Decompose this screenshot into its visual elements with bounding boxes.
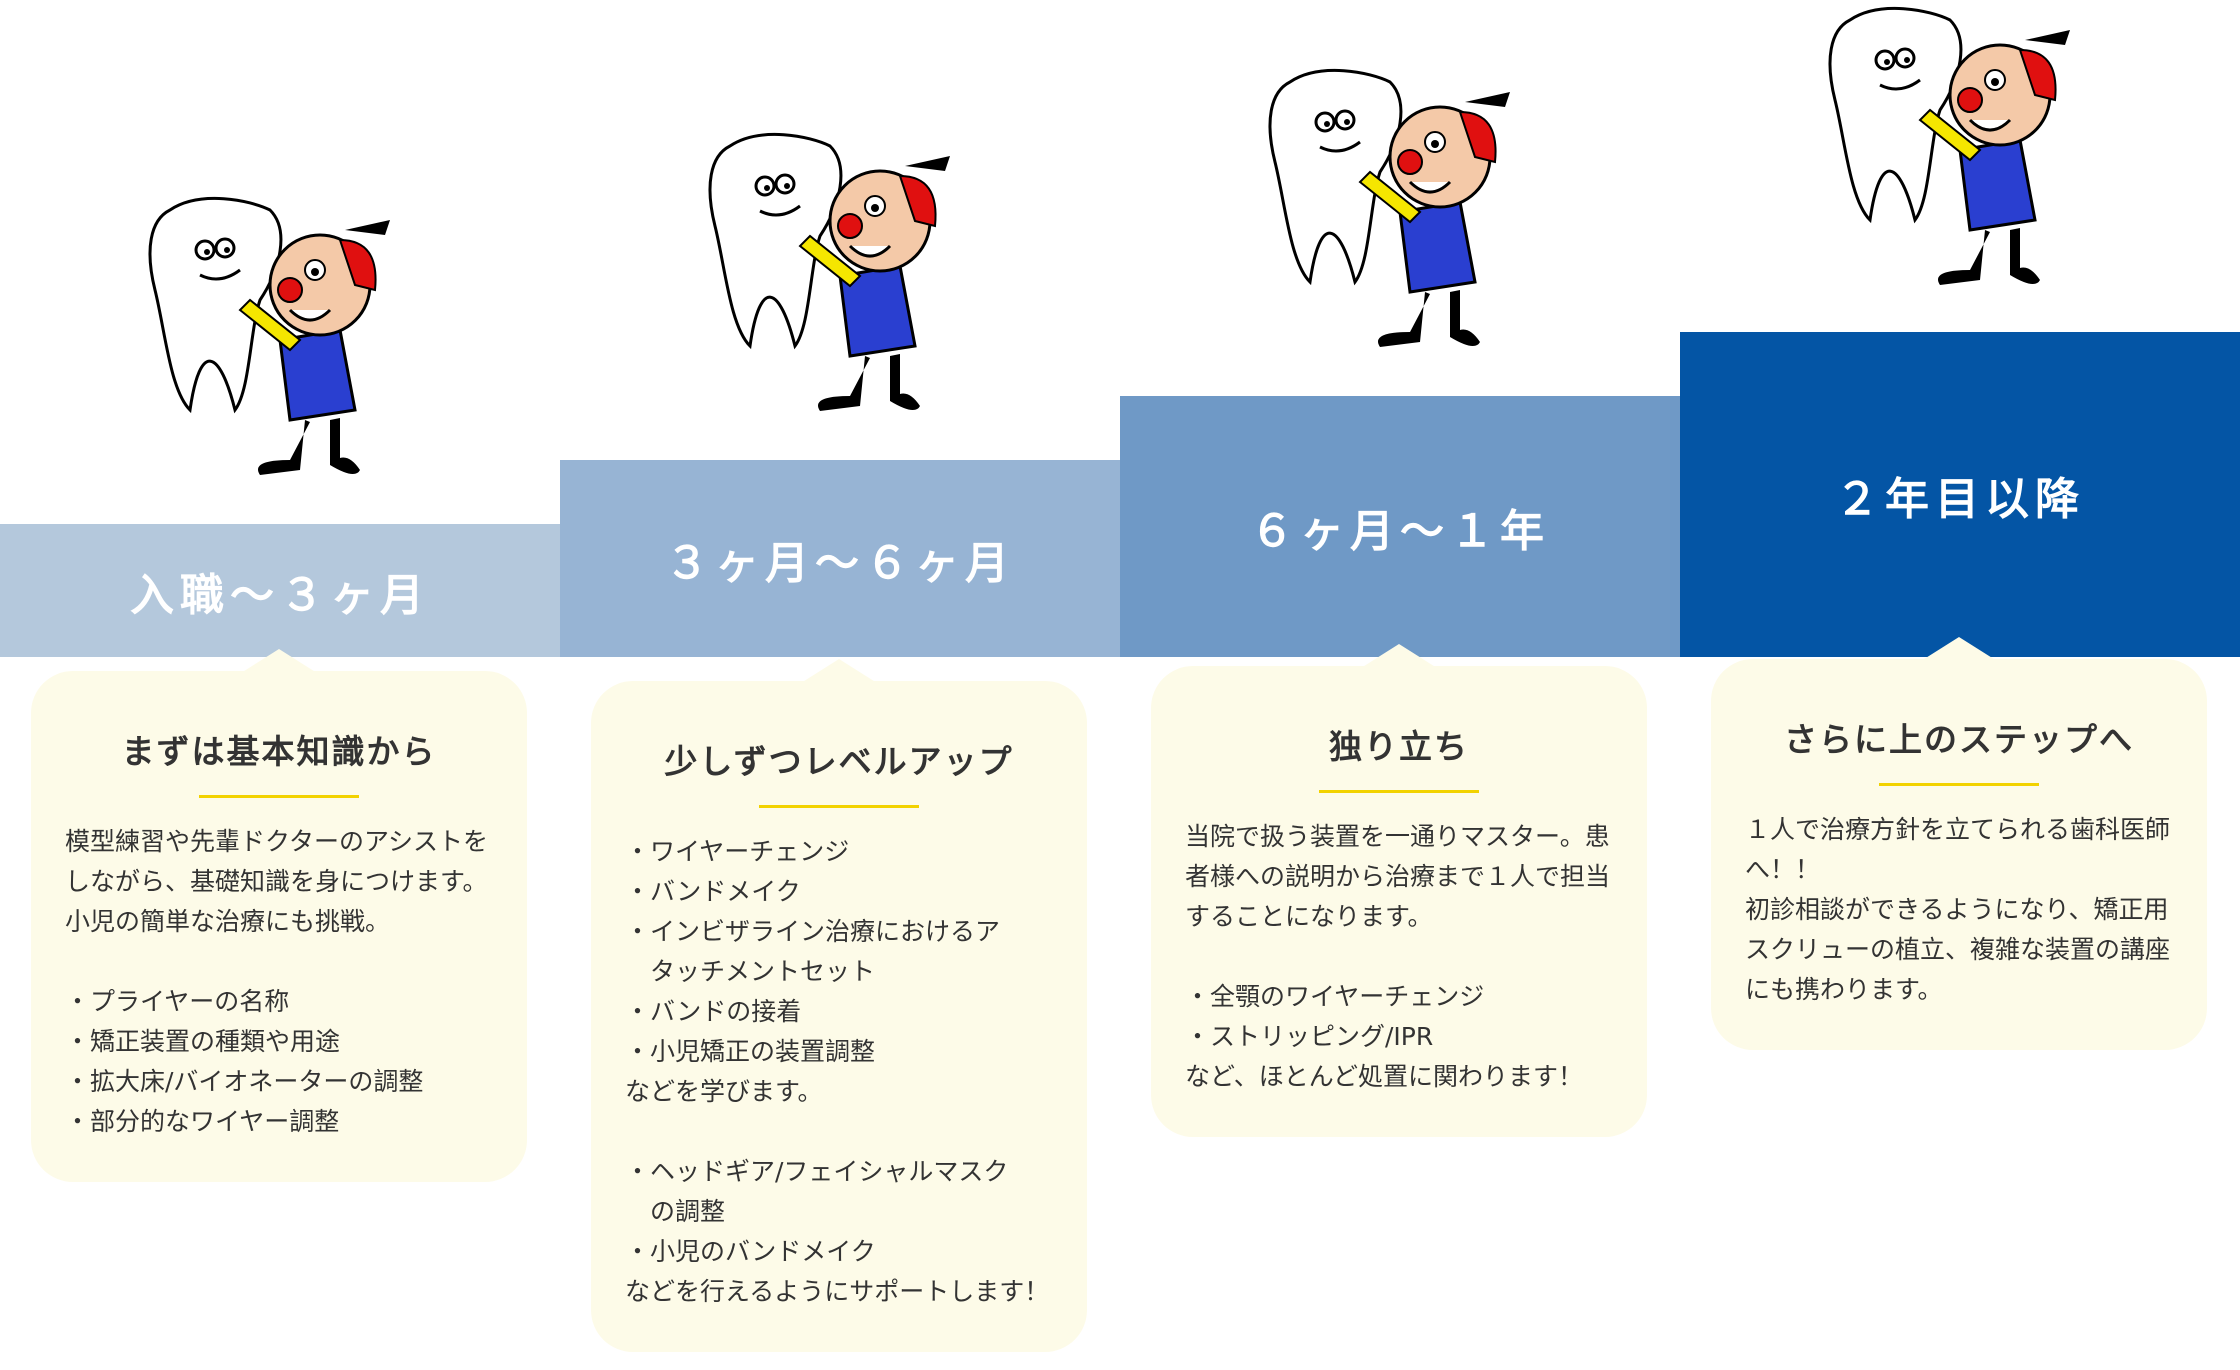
period-header: 入職〜３ヶ月 xyxy=(0,524,560,657)
step-title: 独り立ち xyxy=(1329,727,1469,766)
step-card: まずは基本知識から 模型練習や先輩ドクターのアシストをしながら、基礎知識を身につ… xyxy=(31,649,527,1182)
step-card: さらに上のステップへ １人で治療方針を立てられる歯科医師へ！！ 初診相談ができる… xyxy=(1711,637,2207,1050)
title-underline xyxy=(1319,790,1479,793)
title-underline xyxy=(199,795,359,798)
tooth-mascot-illustration xyxy=(1820,0,2110,300)
step-description: 当院で扱う装置を一通りマスター。患者様への説明から治療まで１人で担当することにな… xyxy=(1185,822,1611,1091)
period-label: 入職〜３ヶ月 xyxy=(130,569,430,621)
step-title: 少しずつレベルアップ xyxy=(664,742,1014,781)
step-column-3-to-6-months: ３ヶ月〜６ヶ月 少しずつレベルアップ ・ワイヤーチェンジ ・バンドメイク ・イン… xyxy=(560,0,1120,1370)
period-label: ２年目以降 xyxy=(1835,473,2085,525)
step-description: 模型練習や先輩ドクターのアシストをしながら、基礎知識を身につけます。 小児の簡単… xyxy=(65,827,489,1136)
tooth-mascot-illustration xyxy=(1260,62,1550,362)
period-header: ６ヶ月〜１年 xyxy=(1120,396,1680,657)
period-header: ２年目以降 xyxy=(1680,332,2240,657)
period-label: ３ヶ月〜６ヶ月 xyxy=(665,537,1015,589)
step-card: 少しずつレベルアップ ・ワイヤーチェンジ ・バンドメイク ・インビザライン治療に… xyxy=(591,659,1087,1352)
step-column-year-2-onward: ２年目以降 さらに上のステップへ １人で治療方針を立てられる歯科医師へ！！ 初診… xyxy=(1680,0,2240,1370)
step-column-6-months-to-1-year: ６ヶ月〜１年 独り立ち 当院で扱う装置を一通りマスター。患者様への説明から治療ま… xyxy=(1120,0,1680,1370)
step-card: 独り立ち 当院で扱う装置を一通りマスター。患者様への説明から治療まで１人で担当す… xyxy=(1151,644,1647,1137)
step-column-first-3-months: 入職〜３ヶ月 まずは基本知識から 模型練習や先輩ドクターのアシストをしながら、基… xyxy=(0,0,560,1370)
period-header: ３ヶ月〜６ヶ月 xyxy=(560,460,1120,657)
tooth-mascot-illustration xyxy=(140,190,430,490)
step-title: さらに上のステップへ xyxy=(1784,720,2134,759)
step-description: １人で治療方針を立てられる歯科医師へ！！ 初診相談ができるようになり、矯正用スク… xyxy=(1745,815,2171,1004)
tooth-mascot-illustration xyxy=(700,126,990,426)
step-description: ・ワイヤーチェンジ ・バンドメイク ・インビザライン治療におけるア タッチメント… xyxy=(625,837,1050,1306)
title-underline xyxy=(1879,783,2039,786)
period-label: ６ヶ月〜１年 xyxy=(1250,505,1550,557)
step-title: まずは基本知識から xyxy=(121,732,437,771)
title-underline xyxy=(759,805,919,808)
